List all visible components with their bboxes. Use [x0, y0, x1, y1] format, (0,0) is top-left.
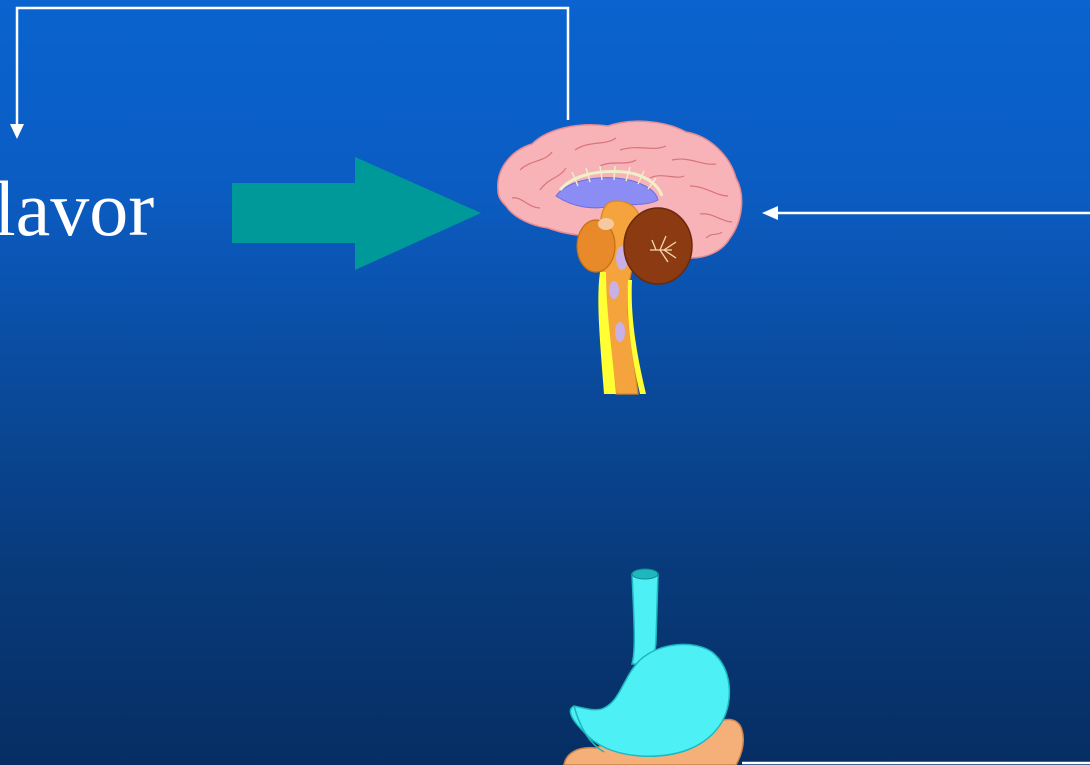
big-arrow-icon [232, 157, 481, 270]
cerebellum-shape [624, 208, 692, 284]
feedback-connector-top [17, 8, 568, 128]
stomach-body [570, 644, 729, 756]
brainstem-patch [615, 322, 625, 342]
stomach-icon [564, 569, 743, 765]
esophagus-opening [632, 569, 658, 579]
brainstem-patch [609, 281, 619, 299]
thalamus-patch [598, 218, 614, 230]
feedback-arrowhead-top [10, 124, 24, 139]
right-input-arrowhead [762, 206, 778, 220]
brain-icon [498, 121, 742, 394]
